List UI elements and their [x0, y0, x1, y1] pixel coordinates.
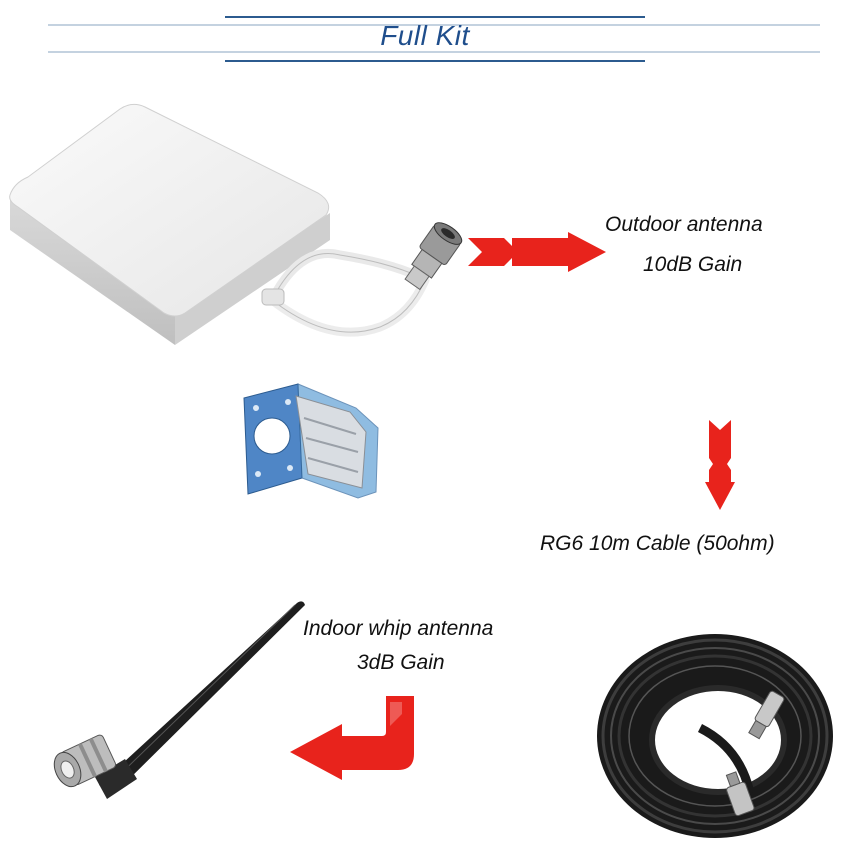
panel-antenna-icon: [0, 95, 480, 375]
cable-name: RG6 10m Cable (50ohm): [540, 532, 775, 555]
arrow-down-icon: [705, 420, 735, 510]
outdoor-antenna-name: Outdoor antenna: [605, 213, 763, 236]
indoor-antenna-gain: 3dB Gain: [357, 651, 445, 674]
outdoor-antenna-gain: 10dB Gain: [643, 253, 743, 276]
indoor-antenna-name: Indoor whip antenna: [303, 617, 494, 640]
whip-antenna-icon: [25, 595, 315, 815]
arrow-right-icon: [468, 232, 608, 272]
page-title: Full Kit: [380, 20, 470, 51]
arrow-bent-left-icon: [290, 696, 425, 781]
cable-coil-icon: [590, 618, 840, 843]
mounting-bracket-icon: [238, 378, 388, 508]
